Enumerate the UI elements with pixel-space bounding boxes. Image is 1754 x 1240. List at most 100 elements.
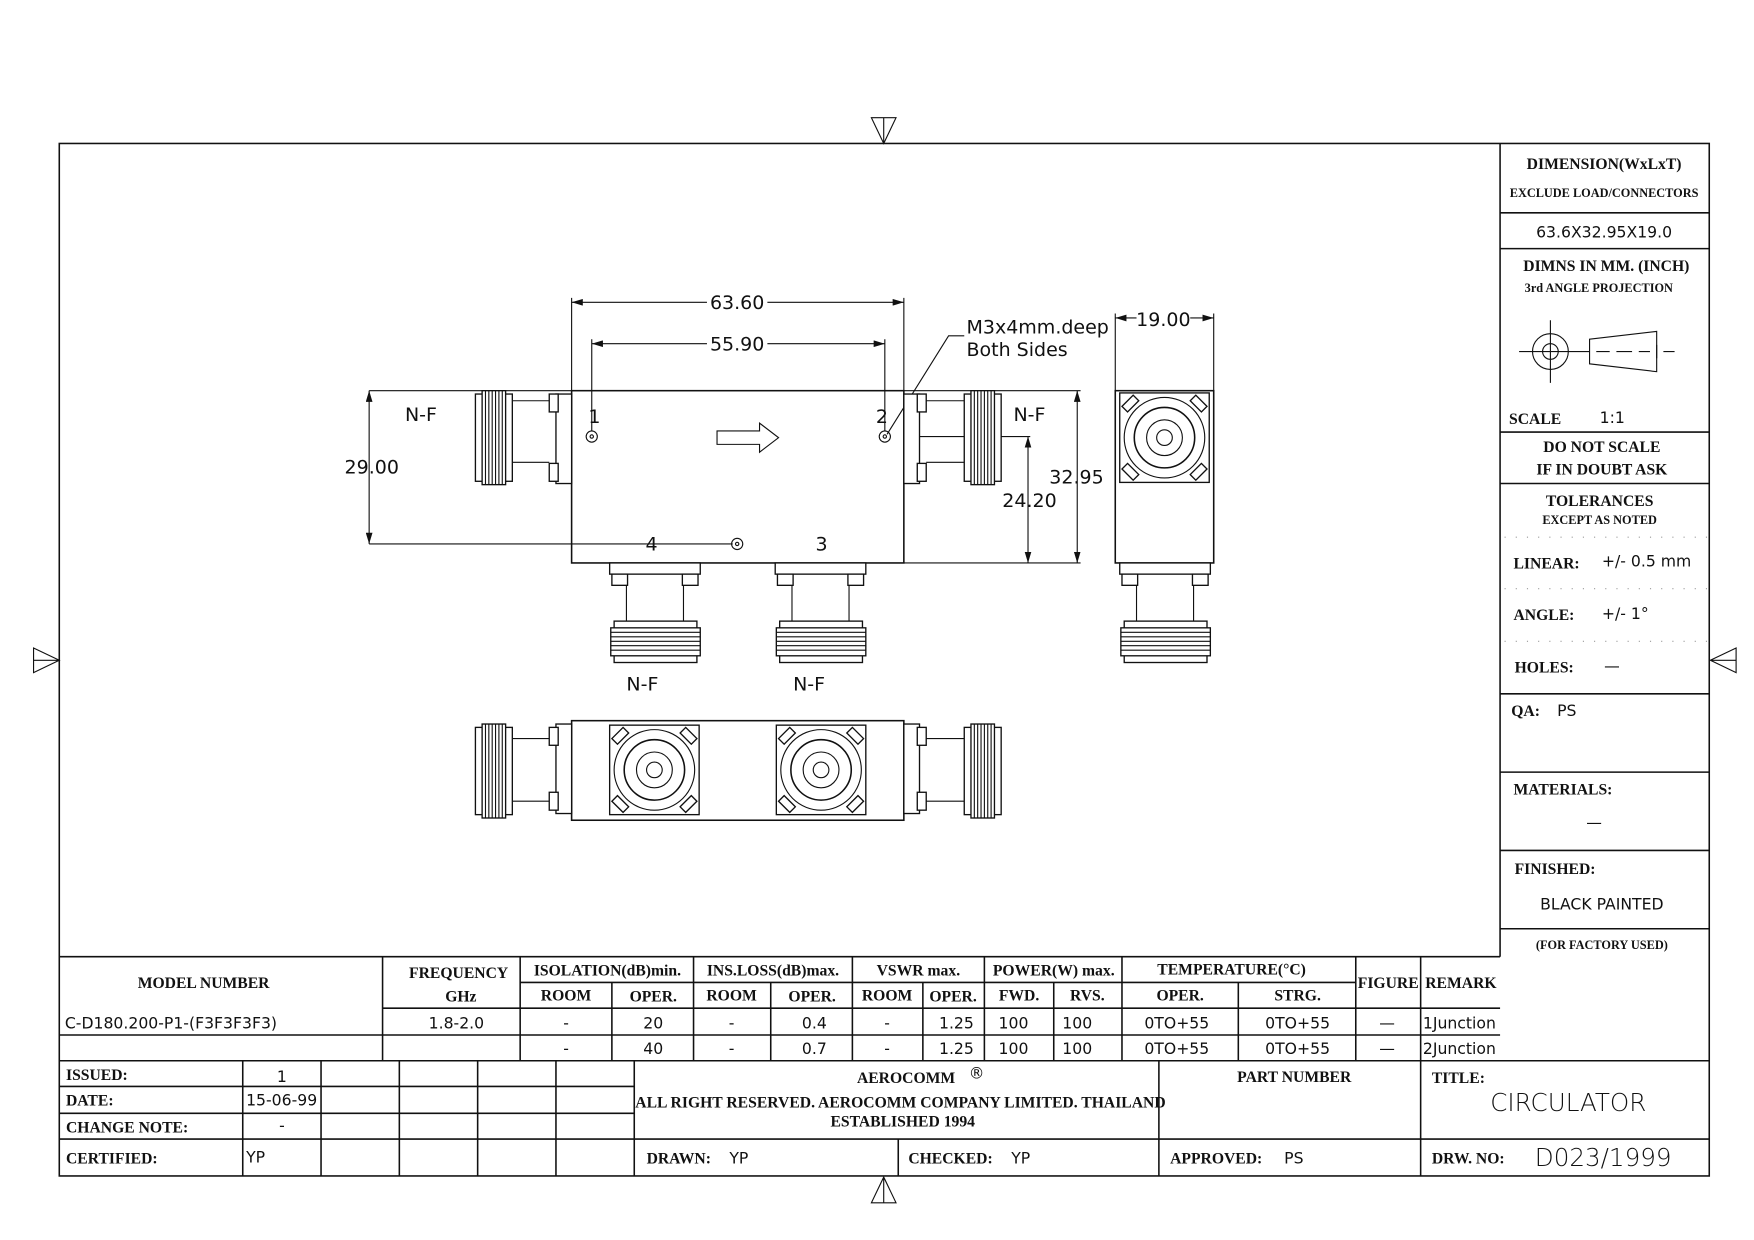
table-cell: 20 bbox=[643, 1013, 663, 1032]
header-temp-oper: OPER. bbox=[1156, 987, 1203, 1004]
table-cell: 0TO+55 bbox=[1144, 1039, 1209, 1058]
table-cell: 1.25 bbox=[939, 1039, 974, 1058]
header-isolation: ISOLATION(dB)min. bbox=[534, 963, 681, 980]
header-frequency: FREQUENCY bbox=[409, 965, 509, 982]
header-model: MODEL NUMBER bbox=[138, 975, 270, 992]
certified-label: CERTIFIED: bbox=[66, 1151, 158, 1168]
finished-label: FINISHED: bbox=[1515, 861, 1596, 878]
table-cell: 1.8-2.0 bbox=[429, 1013, 484, 1032]
bottom-view bbox=[474, 719, 1002, 822]
table-cell: 2Junction bbox=[1423, 1039, 1496, 1058]
date-value: 15-06-99 bbox=[246, 1090, 317, 1109]
qa-value: PS bbox=[1557, 701, 1576, 720]
direction-arrow-icon bbox=[716, 421, 780, 454]
table-cell: — bbox=[1379, 1013, 1395, 1032]
hole-note-line1: M3x4mm.deep bbox=[966, 317, 1108, 339]
issued-label: ISSUED: bbox=[66, 1067, 128, 1084]
header-vswr: VSWR max. bbox=[877, 963, 961, 980]
front-view: 63.60 55.90 29.00 32.95 24.20 1 2 3 4 M3… bbox=[345, 291, 1109, 695]
tolerances-subtitle: EXCEPT AS NOTED bbox=[1542, 513, 1657, 527]
port-label-3: 3 bbox=[815, 534, 827, 556]
dim-hole-spacing: 55.90 bbox=[710, 333, 764, 355]
materials-value: — bbox=[1586, 813, 1602, 832]
drawn-label: DRAWN: bbox=[647, 1151, 711, 1168]
header-isolation-room: ROOM bbox=[541, 987, 592, 1004]
header-power-rvs: RVS. bbox=[1070, 987, 1105, 1004]
table-cell: 0TO+55 bbox=[1144, 1013, 1209, 1032]
dimension-value: 63.6X32.95X19.0 bbox=[1536, 222, 1672, 241]
angle-value: +/- 1° bbox=[1602, 604, 1649, 623]
table-cell: 1.25 bbox=[939, 1013, 974, 1032]
table-cell: 1Junction bbox=[1423, 1013, 1496, 1032]
header-remark: REMARK bbox=[1425, 975, 1497, 992]
change-note-value: - bbox=[279, 1116, 285, 1135]
header-frequency-unit: GHz bbox=[445, 988, 476, 1005]
center-mark-right bbox=[1709, 647, 1737, 674]
checked-label: CHECKED: bbox=[908, 1151, 992, 1168]
drawn-value: YP bbox=[728, 1149, 748, 1168]
table-cell: — bbox=[1379, 1039, 1395, 1058]
table-cell: - bbox=[729, 1039, 735, 1058]
linear-value: +/- 0.5 mm bbox=[1602, 551, 1691, 570]
registered-mark: ® bbox=[969, 1064, 985, 1083]
center-mark-left bbox=[32, 647, 61, 674]
do-not-scale-line2: IF IN DOUBT ASK bbox=[1536, 462, 1668, 479]
port-label-2: 2 bbox=[876, 406, 888, 428]
header-temp-strg: STRG. bbox=[1274, 987, 1321, 1004]
header-power-fwd: FWD. bbox=[999, 987, 1040, 1004]
side-view: 19.00 bbox=[1114, 307, 1215, 664]
table-cell: - bbox=[884, 1039, 890, 1058]
linear-label: LINEAR: bbox=[1513, 556, 1579, 573]
holes-label: HOLES: bbox=[1515, 660, 1574, 677]
dim-width: 63.60 bbox=[710, 292, 764, 314]
table-cell: - bbox=[884, 1013, 890, 1032]
date-label: DATE: bbox=[66, 1092, 114, 1109]
table-cell: 100 bbox=[1062, 1039, 1092, 1058]
spec-table: MODEL NUMBER FREQUENCY GHz ISOLATION(dB)… bbox=[59, 955, 1710, 1062]
dim-height-right: 32.95 bbox=[1049, 467, 1103, 489]
approved-label: APPROVED: bbox=[1170, 1151, 1262, 1168]
certified-value: YP bbox=[245, 1148, 265, 1167]
table-cell: 0TO+55 bbox=[1265, 1039, 1330, 1058]
circulator-body bbox=[570, 389, 905, 564]
side-info-panel: DIMENSION(WxLxT) EXCLUDE LOAD/CONNECTORS… bbox=[1499, 143, 1710, 957]
connector-label-bottom-1: N-F bbox=[626, 673, 658, 695]
connector-label-right: N-F bbox=[1013, 404, 1045, 426]
dimension-title: DIMENSION(WxLxT) bbox=[1527, 156, 1682, 173]
hole-note-line2: Both Sides bbox=[966, 339, 1067, 361]
tolerances-title: TOLERANCES bbox=[1546, 493, 1654, 510]
established-note: ESTABLISHED 1994 bbox=[830, 1114, 975, 1131]
header-vswr-room: ROOM bbox=[862, 987, 913, 1004]
dim-thickness: 19.00 bbox=[1136, 309, 1190, 331]
header-insertion-loss: INS.LOSS(dB)max. bbox=[707, 963, 839, 980]
materials-label: MATERIALS: bbox=[1513, 782, 1612, 799]
issued-value: 1 bbox=[277, 1067, 287, 1086]
header-figure: FIGURE bbox=[1358, 975, 1419, 992]
header-isolation-oper: OPER. bbox=[630, 988, 677, 1005]
drawing-number-label: DRW. NO: bbox=[1432, 1151, 1505, 1168]
connector-label-left: N-F bbox=[405, 404, 437, 426]
table-cell: - bbox=[729, 1013, 735, 1032]
dim-height-left: 29.00 bbox=[345, 456, 399, 478]
dimension-subtitle: EXCLUDE LOAD/CONNECTORS bbox=[1510, 186, 1699, 200]
units-label: DIMNS IN MM. (INCH) bbox=[1523, 258, 1689, 275]
table-cell: 100 bbox=[1062, 1013, 1092, 1032]
factory-note: (FOR FACTORY USED) bbox=[1536, 938, 1668, 952]
table-cell: C-D180.200-P1-(F3F3F3F3) bbox=[65, 1013, 277, 1032]
header-insloss-room: ROOM bbox=[706, 987, 757, 1004]
drawing-title: CIRCULATOR bbox=[1490, 1088, 1646, 1117]
rights-notice: ALL RIGHT RESERVED. AEROCOMM COMPANY LIM… bbox=[635, 1095, 1165, 1112]
holes-value: — bbox=[1604, 656, 1620, 675]
header-vswr-oper: OPER. bbox=[929, 988, 976, 1005]
center-mark-top bbox=[870, 117, 897, 145]
table-row: C-D180.200-P1-(F3F3F3F3)1.8-2.0-20-0.4-1… bbox=[65, 1013, 1496, 1032]
table-cell: 0TO+55 bbox=[1265, 1013, 1330, 1032]
scale-label: SCALE bbox=[1509, 411, 1561, 428]
header-insloss-oper: OPER. bbox=[788, 988, 835, 1005]
do-not-scale-line1: DO NOT SCALE bbox=[1543, 439, 1660, 456]
header-temperature: TEMPERATURE(°C) bbox=[1157, 962, 1306, 979]
part-number-label: PART NUMBER bbox=[1237, 1069, 1352, 1086]
header-power: POWER(W) max. bbox=[993, 963, 1115, 980]
